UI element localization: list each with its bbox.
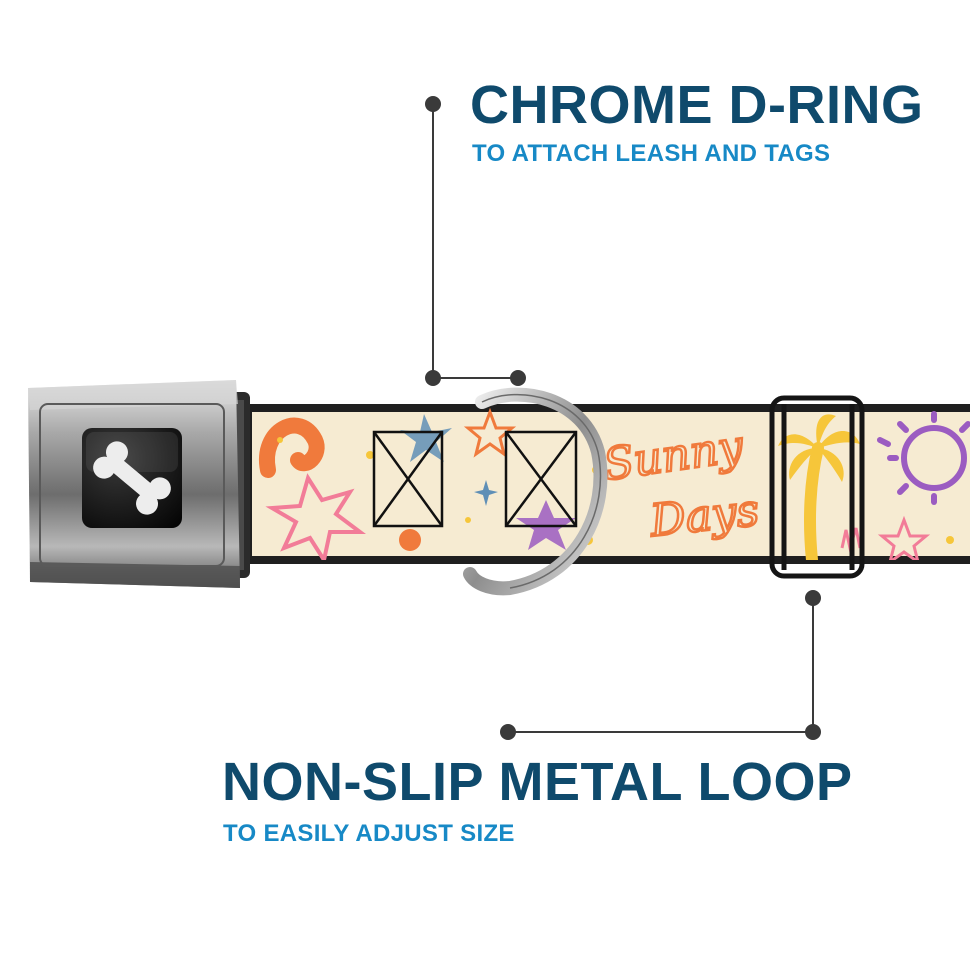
star-icon xyxy=(474,480,498,506)
star-icon xyxy=(463,408,517,458)
metal-loop-subtitle: TO EASILY ADJUST SIZE xyxy=(223,820,515,847)
metal-loop-title: NON-SLIP METAL LOOP xyxy=(222,752,853,812)
seatbelt-buckle xyxy=(28,380,250,588)
stitched-x-box xyxy=(372,430,444,528)
sun-icon xyxy=(877,411,970,505)
star-icon xyxy=(400,414,452,462)
star-icon xyxy=(877,515,931,560)
d-ring-leader-line xyxy=(425,96,526,386)
loop-leader-line xyxy=(500,590,821,740)
bone-icon xyxy=(93,441,171,515)
d-ring-icon xyxy=(463,387,608,596)
loop-icon xyxy=(769,395,865,579)
d-ring-title: CHROME D-RING xyxy=(470,75,924,135)
stitched-x-box xyxy=(504,430,578,528)
d-ring-subtitle: TO ATTACH LEASH AND TAGS xyxy=(472,140,831,167)
star-icon xyxy=(265,473,366,560)
palm-tree-icon xyxy=(778,414,860,560)
